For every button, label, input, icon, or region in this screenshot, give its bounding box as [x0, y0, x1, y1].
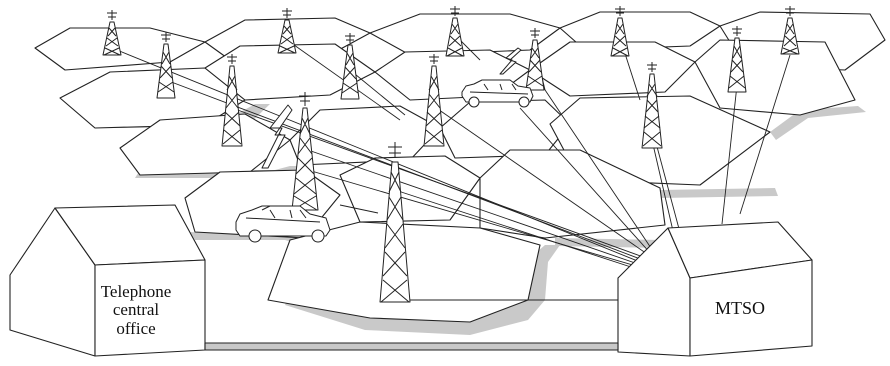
cell-towers: [102, 6, 800, 303]
cell-tower-icon: [525, 28, 545, 91]
lightning-bolt-icon: [499, 47, 522, 75]
cell-tower-icon: [780, 6, 800, 55]
lightning-bolt-icon: [261, 104, 293, 169]
car-icon: [461, 79, 534, 108]
car-icon: [235, 205, 331, 243]
mtso-label: MTSO: [714, 298, 765, 318]
cell-tower-icon: [379, 142, 411, 303]
cell-tower-icon: [445, 6, 465, 57]
mtso-building: [617, 221, 813, 357]
cell-tower-icon: [340, 33, 360, 100]
cell-tower-icon: [727, 26, 747, 93]
cell-tower-icon: [423, 54, 445, 147]
cell-tower-icon: [277, 8, 297, 54]
cell-tower-icon: [156, 32, 176, 99]
telephone-central-office-label: Telephone central office: [100, 282, 172, 338]
cell-tower-icon: [102, 10, 122, 56]
telephone-central-office-building: [9, 204, 206, 357]
cell-tower-icon: [291, 92, 319, 211]
cell-tower-icon: [641, 62, 663, 149]
cell-tower-icon: [221, 54, 243, 147]
hex-cell: [439, 99, 571, 159]
cell-tower-icon: [610, 6, 630, 57]
trunk-line: [204, 342, 619, 351]
